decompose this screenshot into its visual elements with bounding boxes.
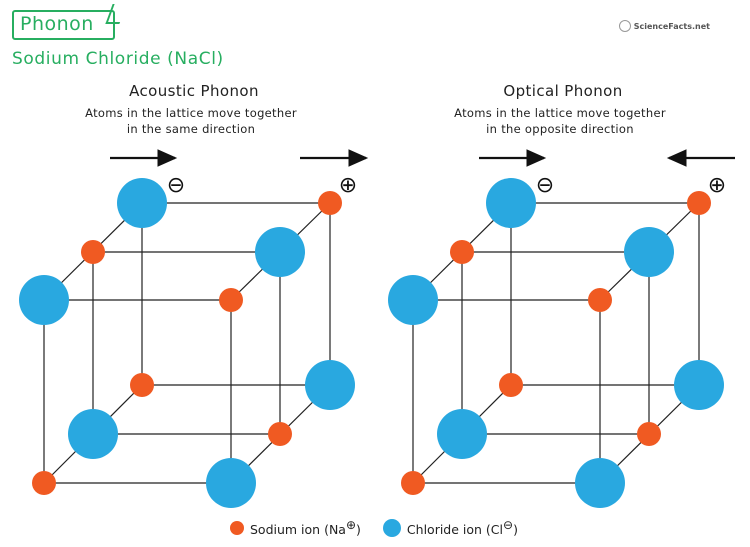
atom-icon bbox=[618, 20, 631, 32]
page-subtitle: Sodium Chloride (NaCl) bbox=[12, 49, 224, 69]
acoustic-sodium-ion bbox=[318, 191, 342, 215]
acoustic-chloride-ion bbox=[255, 227, 305, 277]
acoustic-sodium-ion bbox=[81, 240, 105, 264]
brand-title-box bbox=[12, 4, 127, 40]
optical-sodium-ion bbox=[499, 373, 523, 397]
optical-title: Optical Phonon bbox=[503, 82, 623, 100]
logo-text: ScienceFacts.net bbox=[633, 21, 710, 31]
acoustic-negative-charge-icon: ⊖ bbox=[167, 173, 185, 198]
acoustic-sodium-ion bbox=[219, 288, 243, 312]
optical-chloride-ion bbox=[486, 178, 536, 228]
brand-title: Phonon bbox=[20, 13, 94, 35]
acoustic-chloride-ion bbox=[117, 178, 167, 228]
optical-sodium-ion bbox=[588, 288, 612, 312]
optical-sodium-ion bbox=[687, 191, 711, 215]
acoustic-lattice: ⊖⊕ bbox=[19, 149, 369, 508]
optical-desc-line1: Atoms in the lattice move together bbox=[454, 106, 666, 120]
legend-chloride-label: Chloride ion (Cl⊖) bbox=[406, 518, 518, 538]
acoustic-positive-charge-icon: ⊕ bbox=[339, 173, 357, 198]
optical-positive-charge-icon: ⊕ bbox=[708, 173, 726, 198]
acoustic-desc-line2: in the same direction bbox=[126, 122, 256, 136]
acoustic-sodium-ion bbox=[268, 422, 292, 446]
optical-sodium-ion bbox=[637, 422, 661, 446]
acoustic-chloride-ion bbox=[305, 360, 355, 410]
optical-chloride-ion bbox=[437, 409, 487, 459]
optical-chloride-ion bbox=[388, 275, 438, 325]
sodium-swatch bbox=[230, 520, 244, 535]
optical-lattice: ⊖⊕ bbox=[388, 149, 735, 508]
acoustic-sodium-ion bbox=[130, 373, 154, 397]
acoustic-title: Acoustic Phonon bbox=[129, 82, 259, 100]
sciencefacts-logo: ScienceFacts.net bbox=[618, 20, 710, 32]
legend: Sodium ion (Na⊕) Chloride ion (Cl⊖) bbox=[230, 518, 518, 537]
optical-chloride-ion bbox=[624, 227, 674, 277]
optical-sodium-ion bbox=[450, 240, 474, 264]
acoustic-chloride-ion bbox=[206, 458, 256, 508]
acoustic-sodium-ion bbox=[32, 471, 56, 495]
acoustic-chloride-ion bbox=[19, 275, 69, 325]
optical-chloride-ion bbox=[674, 360, 724, 410]
optical-chloride-ion bbox=[575, 458, 625, 508]
optical-desc-line2: in the opposite direction bbox=[486, 122, 634, 136]
acoustic-description: Atoms in the lattice move together in th… bbox=[31, 105, 351, 137]
chloride-swatch bbox=[382, 518, 401, 537]
optical-description: Atoms in the lattice move together in th… bbox=[400, 105, 720, 137]
optical-sodium-ion bbox=[401, 471, 425, 495]
acoustic-chloride-ion bbox=[68, 409, 118, 459]
optical-negative-charge-icon: ⊖ bbox=[536, 173, 554, 198]
acoustic-desc-line1: Atoms in the lattice move together bbox=[85, 106, 297, 120]
legend-sodium-label: Sodium ion (Na⊕) bbox=[250, 518, 361, 538]
